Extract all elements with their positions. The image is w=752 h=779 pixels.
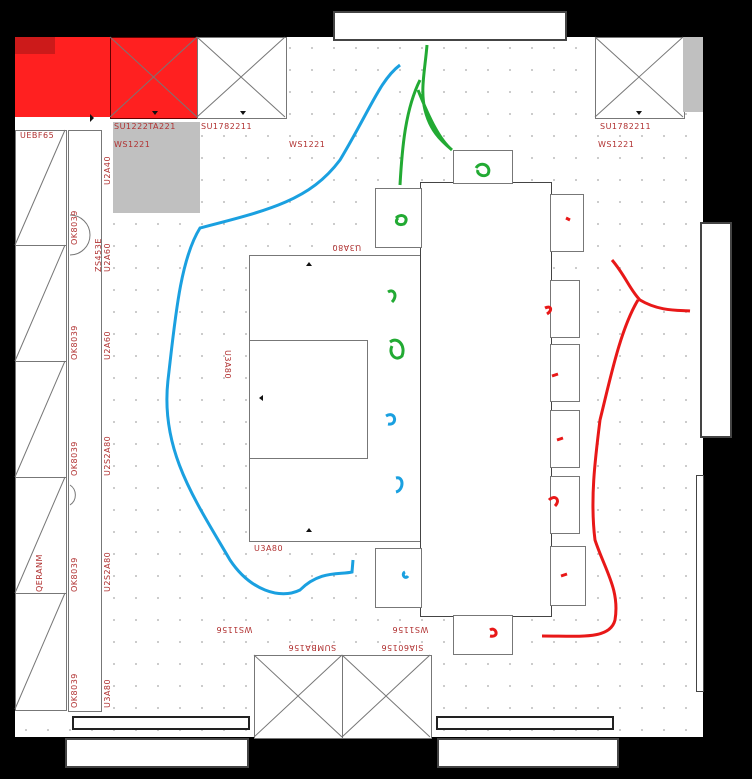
label-ok8039: OK8039 — [70, 557, 79, 592]
oven-cabinet-top — [15, 37, 55, 54]
countertop-corner — [113, 122, 200, 213]
window-right — [700, 222, 732, 438]
label-ws1221: WS1221 — [289, 140, 326, 149]
label-su1222ta221: SU1222TA221 — [114, 122, 176, 131]
label-u2a60: U2A60 — [103, 242, 112, 272]
label-ws1156: WS1156 — [216, 625, 253, 634]
annotation-blue — [165, 63, 410, 596]
label-u2s2a80: U2S2A80 — [103, 435, 112, 476]
label-u3a80: U3A80 — [332, 243, 362, 252]
sill-left — [72, 716, 250, 730]
side-panel — [683, 37, 703, 112]
chair — [550, 280, 580, 338]
label-ok8039: OK8039 — [70, 210, 79, 245]
label-ws1221: WS1221 — [598, 140, 635, 149]
window-top — [333, 11, 567, 41]
label-u2a60: U2A60 — [103, 330, 112, 360]
wall-cabinet — [15, 245, 67, 363]
chair — [550, 546, 586, 606]
door-right — [696, 475, 704, 692]
chair — [453, 150, 513, 184]
chair — [375, 188, 422, 248]
chair — [550, 194, 584, 252]
arrow-markers — [90, 111, 642, 532]
label-sumba156: SUMBA156 — [288, 643, 337, 652]
label-sia60156: SIA60156 — [381, 643, 424, 652]
chair — [375, 548, 422, 608]
label-ws1221: WS1221 — [114, 140, 151, 149]
label-u3a80: U3A80 — [254, 544, 284, 553]
annotation-red — [489, 216, 691, 638]
label-su1782211: SU1782211 — [201, 122, 253, 131]
label-u2s2a80: U2S2A80 — [103, 551, 112, 592]
label-ok8039: OK8039 — [70, 441, 79, 476]
label-ok8039: OK8039 — [70, 673, 79, 708]
dining-table — [420, 182, 552, 617]
wall-cabinet — [15, 593, 67, 711]
label-u3a80: U3A80 — [223, 350, 232, 380]
cooktop — [249, 340, 368, 459]
window-bottom-left — [65, 738, 249, 768]
label-ok8039: OK8039 — [70, 325, 79, 360]
chair — [550, 410, 580, 468]
wall-cabinet — [15, 361, 67, 479]
base-cabinet-run — [68, 130, 102, 712]
label-u2a40: U2A40 — [103, 155, 112, 185]
label-u3a80: U3A80 — [103, 678, 112, 708]
sill-right — [436, 716, 614, 730]
label-ws1156: WS1156 — [392, 625, 429, 634]
label-qeranm: QERANM — [35, 554, 44, 592]
chair — [453, 615, 513, 655]
chair — [550, 344, 580, 402]
wall-cabinet — [15, 130, 67, 247]
label-su1782211: SU1782211 — [600, 122, 652, 131]
label-zs453e: ZS453E — [94, 238, 103, 272]
window-bottom-right — [437, 738, 619, 768]
label-uebf65: UEBF65 — [20, 131, 55, 140]
annotation-green — [387, 44, 491, 360]
